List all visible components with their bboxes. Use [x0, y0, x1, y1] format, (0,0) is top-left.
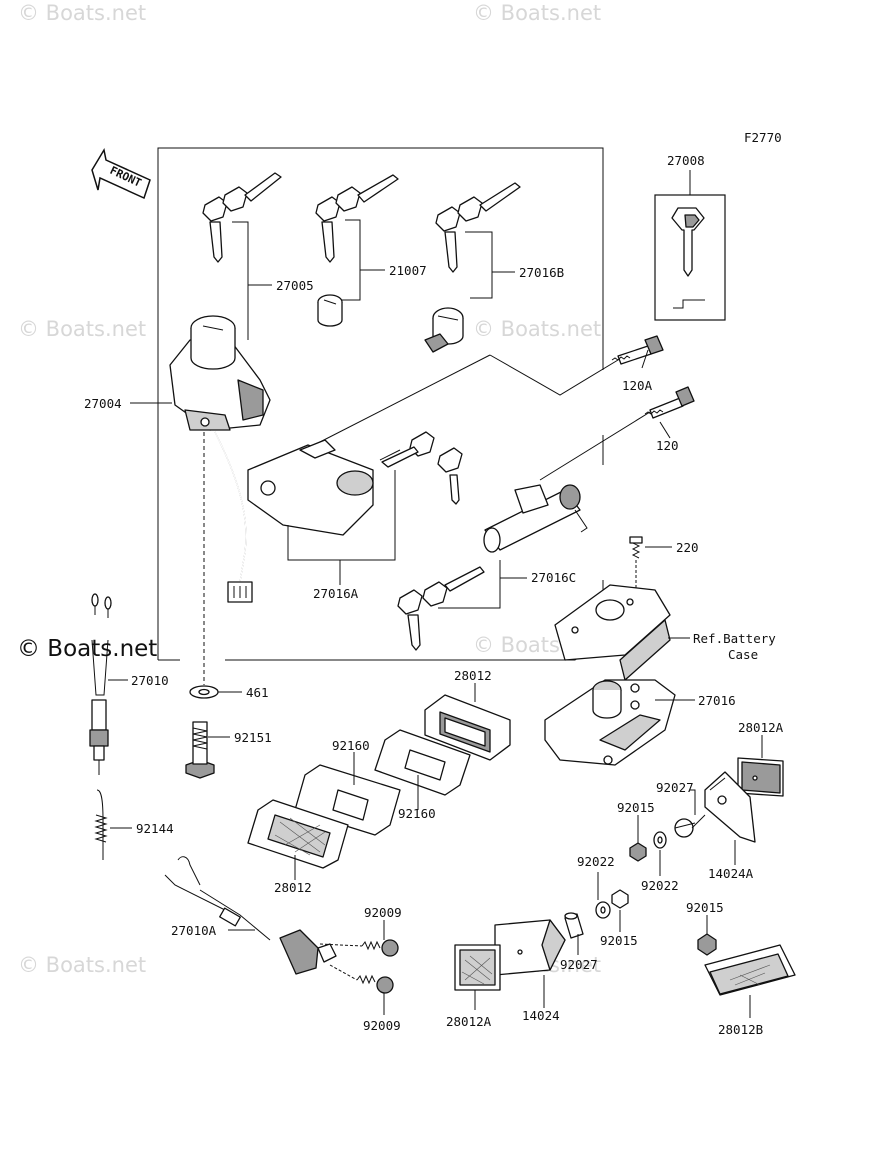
label-92027-bot: 92027: [560, 957, 598, 972]
label-27005: 27005: [276, 278, 314, 293]
screw-92009-top: [361, 939, 399, 957]
label-92160-a: 92160: [332, 738, 370, 753]
bolt-92151: [185, 721, 215, 779]
watermark-text: © Boats.net: [18, 953, 146, 977]
watermark-text: © Boats.net: [473, 317, 601, 341]
switch-27010: [89, 593, 112, 775]
label-28012A-bot: 28012A: [446, 1014, 492, 1029]
spring-92144: [94, 789, 108, 860]
label-27004: 27004: [84, 396, 122, 411]
label-27016: 27016: [698, 693, 736, 708]
brand-watermark: © Boats.net: [17, 636, 157, 662]
reflector-28012B: [704, 944, 796, 996]
label-92022-b: 92022: [577, 854, 615, 869]
key-set-27016A: [381, 431, 463, 505]
label-220: 220: [676, 540, 699, 555]
lock-27016C: [483, 484, 588, 553]
bolt-120A: [611, 335, 664, 365]
reflector-28012A-right: [737, 757, 784, 797]
watermark-text: © Boats.net: [18, 317, 146, 341]
label-28012A-right: 28012A: [738, 720, 784, 735]
collar-92027-bot: [564, 912, 584, 939]
label-27016A: 27016A: [313, 586, 359, 601]
reflector-28012-left: [247, 799, 349, 869]
watermark-text: © Boats.net: [18, 1, 146, 25]
battery-case-plate: [554, 584, 671, 681]
switch-27010A: [164, 856, 337, 975]
label-92022-a: 92022: [641, 878, 679, 893]
label-92144: 92144: [136, 821, 174, 836]
reflector-28012-top: [424, 694, 511, 761]
diagram-code: F2770: [744, 130, 782, 145]
key-set-21007: [315, 174, 399, 263]
cylinder-21007: [317, 294, 343, 327]
washer-92022-b: [595, 901, 611, 919]
washer-461: [189, 685, 219, 699]
bracket-14024A: [704, 771, 756, 843]
key-set-27005: [202, 172, 282, 263]
leader-lines-top: [232, 219, 515, 340]
watermark-layer: © Boats.net © Boats.net © Boats.net © Bo…: [17, 1, 601, 977]
screw-92009-bot: [356, 974, 394, 994]
label-27016C: 27016C: [531, 570, 576, 585]
label-27016B: 27016B: [519, 265, 564, 280]
label-92009-top: 92009: [364, 905, 402, 920]
label-21007: 21007: [389, 263, 427, 278]
label-14024: 14024: [522, 1008, 560, 1023]
nut-92015-mid: [611, 889, 629, 909]
label-92015-right: 92015: [686, 900, 724, 915]
nut-92015-top: [629, 842, 647, 862]
label-ref-case: Case: [728, 647, 758, 662]
label-92027-top: 92027: [656, 780, 694, 795]
key-set-27016C: [397, 566, 485, 651]
screw-220: [629, 536, 643, 559]
label-92009-bot: 92009: [363, 1018, 401, 1033]
label-92151: 92151: [234, 730, 272, 745]
label-28012-left: 28012: [274, 880, 312, 895]
nut-92015-right: [697, 933, 717, 956]
label-ref-battery: Ref.Battery: [693, 631, 776, 646]
label-27010: 27010: [131, 673, 169, 688]
key-card-27008: 27008: [654, 153, 726, 321]
label-120A: 120A: [622, 378, 653, 393]
label-92160-b: 92160: [398, 806, 436, 821]
label-27010A: 27010A: [171, 923, 217, 938]
label-14024A: 14024A: [708, 866, 754, 881]
watermark-text: © Boats.net: [473, 1, 601, 25]
key-set-27016B: [435, 182, 521, 273]
front-arrow-icon: FRONT: [91, 147, 151, 200]
bolt-120: [644, 386, 695, 419]
label-27008: 27008: [667, 153, 705, 168]
gasket-92160-b: [374, 729, 471, 796]
label-120: 120: [656, 438, 679, 453]
seat-lock-27016A: [247, 439, 401, 536]
label-28012B: 28012B: [718, 1022, 763, 1037]
label-92015-top: 92015: [617, 800, 655, 815]
label-461: 461: [246, 685, 269, 700]
lock-cylinder-27016B: [424, 307, 464, 353]
label-92015-mid: 92015: [600, 933, 638, 948]
label-28012-top: 28012: [454, 668, 492, 683]
collar-92027-top: [674, 818, 696, 838]
reflector-28012A-bot: [454, 944, 501, 991]
bracket-27016: [544, 679, 676, 766]
washer-92022-a: [653, 831, 667, 849]
ignition-switch-27004: [169, 315, 271, 603]
